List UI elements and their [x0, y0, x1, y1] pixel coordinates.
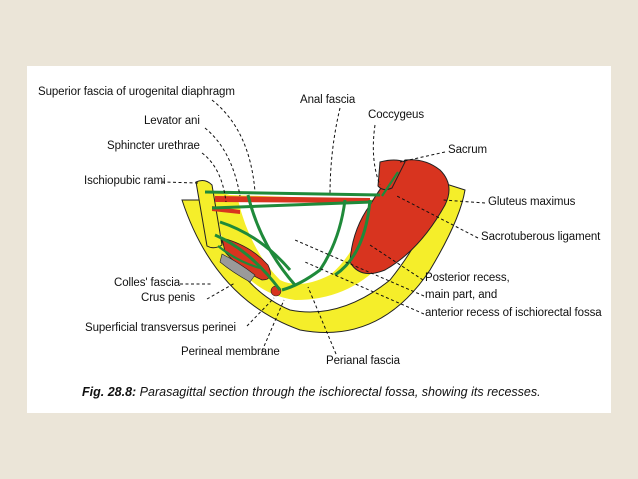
lower-green-band — [217, 245, 261, 270]
fossa-region — [238, 200, 370, 284]
gray-tissue — [219, 253, 256, 283]
label-colles-fascia: Colles' fascia — [114, 277, 180, 289]
label-main-part: main part, and — [425, 289, 498, 301]
label-coccygeus: Coccygeus — [368, 109, 424, 121]
label-superficial-transversus: Superficial transversus perinei — [85, 322, 236, 334]
leader-perineal-membrane — [261, 299, 285, 352]
levator-ani-strip — [215, 196, 370, 203]
leader-superior-fascia — [211, 99, 256, 193]
label-anterior-recess: anterior recess of ischiorectal fossa — [425, 307, 602, 319]
caption-text: Parasagittal section through the ischior… — [139, 385, 541, 399]
label-sphincter-urethrae: Sphincter urethrae — [107, 140, 200, 152]
leader-sacrum — [399, 151, 446, 163]
label-perianal-fascia: Perianal fascia — [326, 355, 400, 367]
middle-fascia-line — [219, 220, 292, 271]
sacrum-bone — [377, 159, 406, 191]
label-perineal-membrane: Perineal membrane — [181, 346, 280, 358]
ischiopubic-ramus — [195, 180, 223, 249]
leader-superficial-transversus — [246, 297, 275, 327]
perianal-fascia-line — [246, 194, 297, 286]
posterior-fascia-line — [381, 171, 399, 197]
label-gluteus-maximus: Gluteus maximus — [488, 196, 576, 208]
superior-fascia-line — [204, 190, 381, 197]
anal-fascia-line — [281, 199, 347, 292]
leader-sacrotuberous — [394, 194, 479, 239]
fascia-lines — [204, 190, 381, 292]
leader-main-part — [294, 239, 425, 297]
rim-fascia-line — [334, 199, 372, 277]
label-sacrum: Sacrum — [448, 144, 488, 156]
leader-perianal-fascia — [307, 286, 337, 355]
label-levator-ani: Levator ani — [144, 115, 200, 127]
label-superior-fascia: Superior fascia of urogenital diaphragm — [38, 86, 235, 98]
label-anal-fascia: Anal fascia — [300, 94, 356, 106]
leader-lines — [161, 99, 486, 355]
label-crus-penis: Crus penis — [141, 292, 195, 304]
leader-levator-ani — [204, 127, 241, 197]
leader-ischiopubic-rami — [161, 181, 199, 184]
label-sacrotuberous-ligament: Sacrotuberous ligament — [481, 231, 601, 243]
caption-fig-label: Fig. 28.8: — [82, 385, 137, 399]
label-posterior-recess: Posterior recess, — [425, 272, 510, 284]
leader-sphincter-urethrae — [201, 152, 227, 203]
outer-fat-layer — [181, 181, 466, 333]
figure-caption: Fig. 28.8: Parasagittal section through … — [82, 385, 562, 399]
leader-anal-fascia — [329, 107, 341, 196]
label-ischiopubic-rami: Ischiopubic rami — [84, 175, 166, 187]
inner-fascia-line — [214, 233, 282, 291]
leader-coccygeus — [372, 124, 381, 186]
fascia-detail-lines — [217, 171, 399, 270]
leader-gluteus-maximus — [442, 199, 486, 204]
